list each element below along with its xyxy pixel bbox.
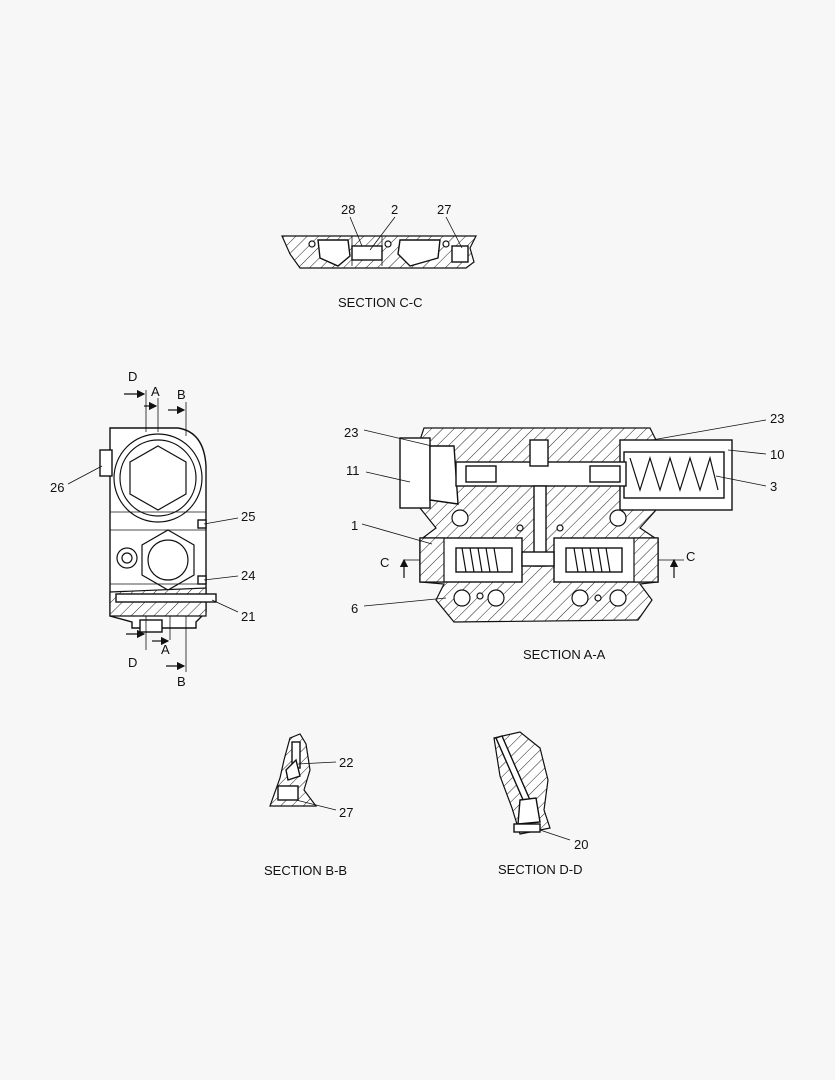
section-aa: C C 23 11 1 6 23 10 3 SECTION A-A bbox=[344, 411, 784, 662]
callout-10: 10 bbox=[770, 447, 784, 462]
callout-26: 26 bbox=[50, 480, 64, 495]
callout-23-left: 23 bbox=[344, 425, 358, 440]
callout-1: 1 bbox=[351, 518, 358, 533]
section-aa-title: SECTION A-A bbox=[523, 647, 606, 662]
callout-2: 2 bbox=[391, 202, 398, 217]
cut-label-b-bottom: B bbox=[177, 674, 186, 689]
section-cc: 28 2 27 SECTION C-C bbox=[281, 202, 477, 310]
section-bb: 22 27 SECTION B-B bbox=[264, 733, 353, 878]
callout-23-right: 23 bbox=[770, 411, 784, 426]
side-view: D A B D A B 26 25 24 21 bbox=[50, 369, 255, 689]
cut-label-d-top: D bbox=[128, 369, 137, 384]
callout-6: 6 bbox=[351, 601, 358, 616]
callout-20: 20 bbox=[574, 837, 588, 852]
callout-11: 11 bbox=[346, 463, 360, 478]
cut-label-a-top: A bbox=[151, 384, 160, 399]
section-cc-title: SECTION C-C bbox=[338, 295, 423, 310]
callout-3: 3 bbox=[770, 479, 777, 494]
marker-c-right: C bbox=[686, 549, 695, 564]
cut-label-a-bottom: A bbox=[161, 642, 170, 657]
callout-27-bb: 27 bbox=[339, 805, 353, 820]
section-bb-title: SECTION B-B bbox=[264, 863, 347, 878]
cut-label-b-top: B bbox=[177, 387, 186, 402]
callout-21: 21 bbox=[241, 609, 255, 624]
callout-27: 27 bbox=[437, 202, 451, 217]
section-dd-title: SECTION D-D bbox=[498, 862, 583, 877]
marker-c-left: C bbox=[380, 555, 389, 570]
callout-28: 28 bbox=[341, 202, 355, 217]
callout-24: 24 bbox=[241, 568, 255, 583]
cut-label-d-bottom: D bbox=[128, 655, 137, 670]
callout-22: 22 bbox=[339, 755, 353, 770]
callout-25: 25 bbox=[241, 509, 255, 524]
section-dd: 20 SECTION D-D bbox=[493, 731, 588, 877]
